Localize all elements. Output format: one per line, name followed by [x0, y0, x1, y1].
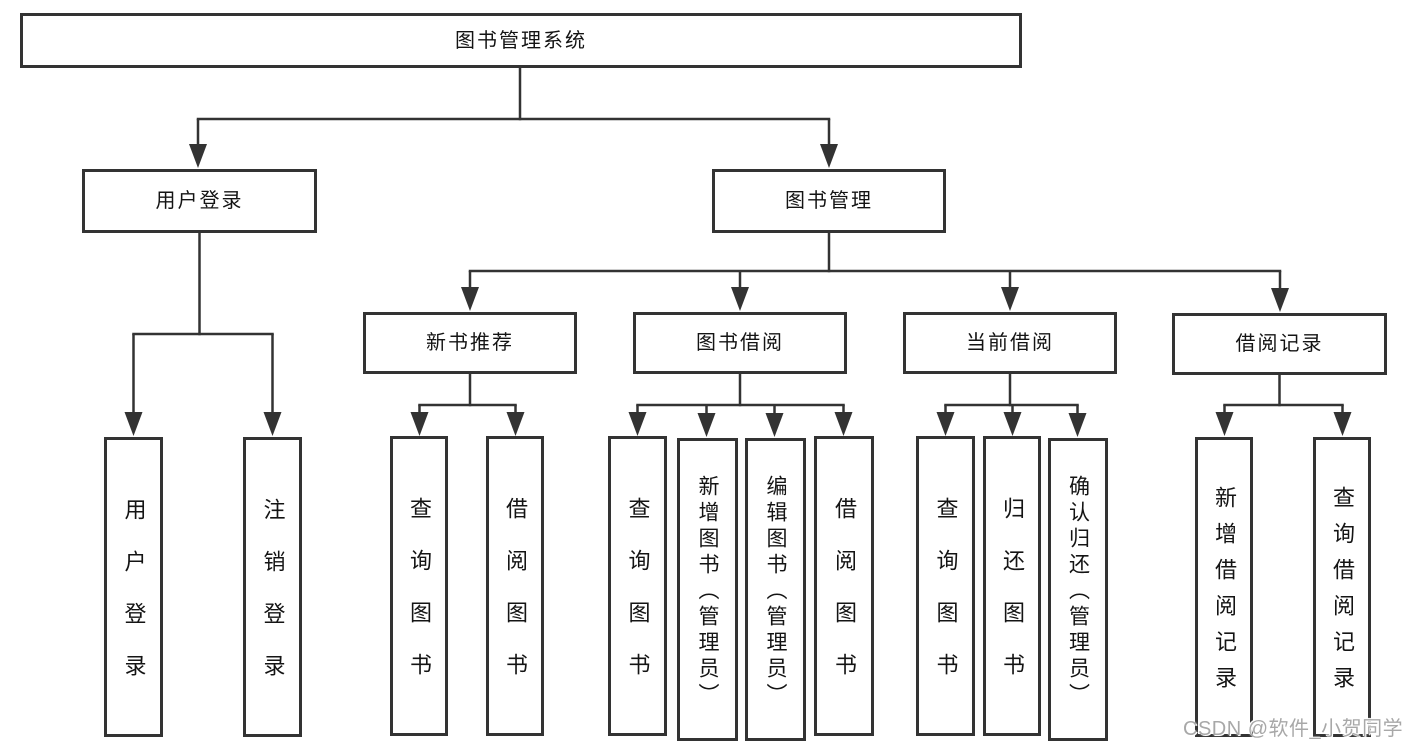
leaf-return-books: 归还图书 — [983, 436, 1041, 736]
node-book-borrowing: 图书借阅 — [633, 312, 847, 374]
leaf-edit-books-admin: 编辑图书（管理员） — [745, 438, 806, 741]
leaf-add-books-admin: 新增图书（管理员） — [677, 438, 738, 741]
arrowhead-icon — [189, 144, 207, 168]
watermark: CSDN @软件_小贺同学 — [1183, 718, 1404, 740]
arrowhead-icon — [820, 144, 838, 168]
leaf-query-books-current: 查询图书 — [916, 436, 975, 736]
leaf-borrow-books-borrowing: 借阅图书 — [814, 436, 874, 736]
arrowhead-icon — [263, 412, 282, 436]
node-current-borrowing: 当前借阅 — [903, 312, 1117, 374]
node-new-book-recommend: 新书推荐 — [363, 312, 577, 374]
leaf-user-login: 用户登录 — [104, 437, 163, 737]
node-book-management: 图书管理 — [712, 169, 946, 233]
leaf-query-books-recommend: 查询图书 — [390, 436, 448, 736]
arrowhead-icon — [1003, 412, 1022, 436]
leaf-borrow-books-recommend: 借阅图书 — [486, 436, 544, 736]
arrowhead-icon — [731, 287, 749, 311]
arrowhead-icon — [124, 412, 143, 436]
arrowhead-icon — [1068, 413, 1087, 437]
arrowhead-icon — [506, 412, 525, 436]
leaf-add-borrow-record: 新增借阅记录 — [1195, 437, 1253, 737]
leaf-logout: 注销登录 — [243, 437, 302, 737]
arrowhead-icon — [697, 413, 716, 437]
arrowhead-icon — [1001, 287, 1019, 311]
arrowhead-icon — [834, 412, 853, 436]
arrowhead-icon — [1333, 412, 1352, 436]
leaf-query-borrow-record: 查询借阅记录 — [1313, 437, 1371, 737]
leaf-query-books-borrowing: 查询图书 — [608, 436, 667, 736]
node-root: 图书管理系统 — [20, 13, 1022, 68]
node-user-login: 用户登录 — [82, 169, 317, 233]
arrowhead-icon — [765, 413, 784, 437]
arrowhead-icon — [628, 412, 647, 436]
arrowhead-icon — [461, 287, 479, 311]
arrowhead-icon — [936, 412, 955, 436]
leaf-confirm-return-admin: 确认归还（管理员） — [1048, 438, 1108, 741]
node-borrowing-records: 借阅记录 — [1172, 313, 1387, 375]
arrowhead-icon — [410, 412, 429, 436]
arrowhead-icon — [1215, 412, 1234, 436]
arrowhead-icon — [1271, 288, 1289, 312]
